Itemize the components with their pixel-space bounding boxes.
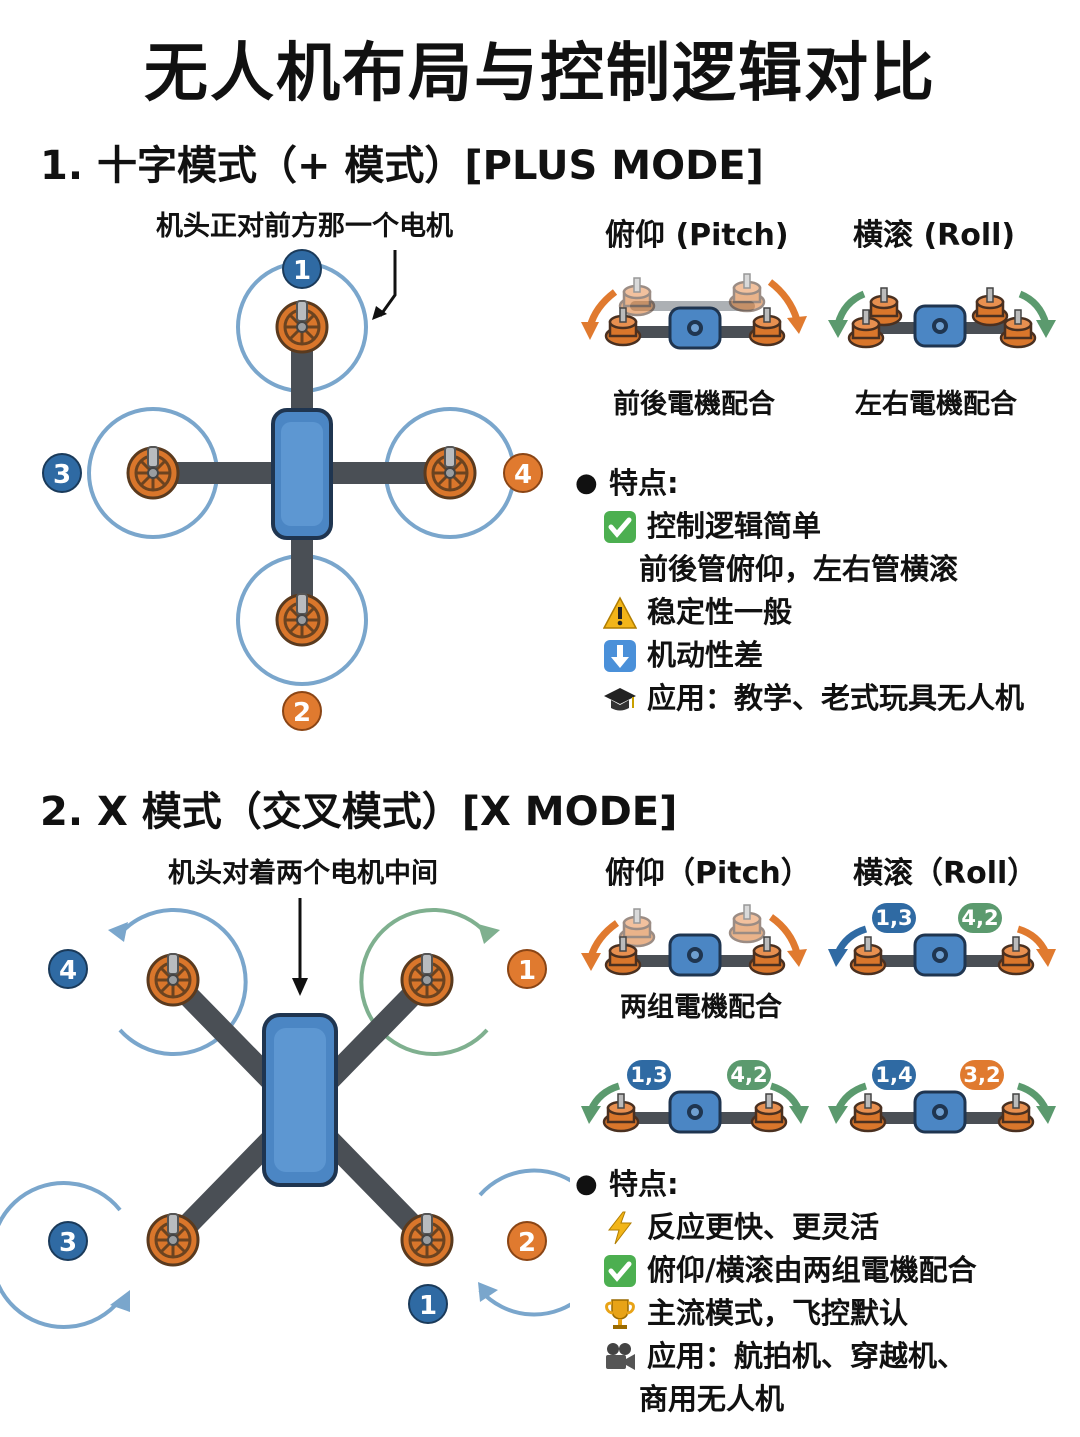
roll-tag-left: 1,3: [872, 903, 916, 933]
x-feature-3: 主流模式，飞控默认: [575, 1292, 977, 1335]
x-feature-3-text: 主流模式，飞控默认: [647, 1296, 909, 1330]
lightning-icon: [601, 1211, 639, 1245]
drone-body: [262, 1013, 338, 1187]
x-features-title: 特点:: [609, 1167, 679, 1201]
x-badge-1-text: 1: [518, 956, 536, 986]
plus-feature-4-text: 机动性差: [647, 638, 764, 672]
plus-feature-5: 应用：教学、老式玩具无人机: [575, 677, 1024, 720]
motor-badge-4: 4: [48, 949, 88, 989]
motor-badge-1: 1: [507, 949, 547, 989]
plus-feature-1-text: 控制逻辑简单: [647, 509, 822, 543]
callout-arrow: [292, 978, 308, 996]
x-drone-diagram: 4 1 3 2 1: [0, 898, 570, 1329]
x-mode-heading: 2. X 模式（交叉模式）[X MODE]: [40, 789, 678, 835]
roll-tag-right: 4,2: [958, 903, 1002, 933]
motor-badge-1: 1: [282, 249, 322, 289]
x-feature-2-text: 俯仰/横滚由两组電機配合: [647, 1253, 977, 1287]
motor-badge-2-text: 2: [293, 698, 311, 728]
x-feature-5-text: 商用无人机: [639, 1382, 785, 1416]
callout-arrow: [378, 250, 397, 317]
x-badge-4-text: 4: [59, 956, 77, 986]
plus-roll-caption: 左右電機配合: [855, 389, 1017, 420]
motor-badge-1-bottom: 1: [408, 1284, 448, 1324]
plus-feature-2-text: 前後管俯仰，左右管横滚: [639, 552, 959, 586]
motor-badge-4: 4: [503, 453, 543, 493]
plus-drone-diagram: 1 3 4 2: [42, 249, 543, 731]
graduation-cap-icon: [601, 682, 639, 716]
svg-text:1,4: 1,4: [875, 1063, 912, 1087]
x-pitch-label: 俯仰（Pitch）: [605, 856, 811, 891]
svg-text:3,2: 3,2: [963, 1063, 1000, 1087]
plus-pitch-label: 俯仰 (Pitch): [605, 218, 789, 253]
bullet-icon: ●: [575, 468, 598, 498]
x-badge-3-text: 3: [59, 1228, 77, 1258]
camera-icon: [601, 1340, 639, 1374]
x-badge-2-text: 2: [518, 1228, 536, 1258]
warning-icon: [601, 595, 639, 630]
mini-tag-a-left: 1,3: [627, 1060, 671, 1090]
motor-4-icon: [423, 445, 477, 500]
motor-4-icon: [146, 952, 200, 1007]
x-feature-4: 应用：航拍机、穿越机、: [575, 1335, 977, 1378]
x-feature-2: 俯仰/横滚由两组電機配合: [575, 1249, 977, 1292]
x-mini-drone-a: 1,3 4,2: [581, 1060, 809, 1134]
motor-1-icon: [275, 299, 329, 354]
motor-2-icon: [275, 592, 329, 647]
motor-badge-4-text: 4: [514, 460, 532, 490]
motor-badge-3: 3: [48, 1221, 88, 1261]
motor-badge-2: 2: [282, 691, 322, 731]
page-title: 无人机布局与控制逻辑对比: [144, 37, 936, 111]
x-roll-mini-drone: 1,3 4,2: [828, 903, 1056, 977]
plus-roll-label: 横滚 (Roll): [853, 218, 1016, 253]
svg-text:4,2: 4,2: [730, 1063, 767, 1087]
prop-rings: [0, 908, 570, 1329]
motor-badge-3-text: 3: [53, 460, 71, 490]
x-pitch-caption: 两组電機配合: [620, 992, 782, 1023]
svg-text:1,3: 1,3: [875, 906, 912, 930]
motor-3-icon: [146, 1212, 200, 1267]
trophy-icon: [601, 1297, 639, 1331]
motor-1-icon: [400, 952, 454, 1007]
plus-feature-1: 控制逻辑简单: [575, 505, 1024, 548]
svg-text:1,3: 1,3: [630, 1063, 667, 1087]
x-pitch-mini-drone: [581, 903, 807, 977]
motor-3-icon: [126, 445, 180, 500]
mini-tag-b-right: 3,2: [960, 1060, 1004, 1090]
plus-feature-2: 前後管俯仰，左右管横滚: [575, 548, 1024, 591]
plus-mode-heading: 1. 十字模式（+ 模式）[PLUS MODE]: [40, 143, 764, 189]
down-arrow-icon: [601, 639, 639, 673]
svg-text:4,2: 4,2: [961, 906, 998, 930]
plus-pitch-caption: 前後電機配合: [613, 389, 775, 420]
plus-feature-3-text: 稳定性一般: [647, 595, 793, 629]
x-feature-4-text: 应用：航拍机、穿越机、: [647, 1339, 967, 1373]
plus-callout: 机头正对前方那一个电机: [156, 211, 453, 242]
plus-feature-4: 机动性差: [575, 634, 1024, 677]
plus-features-list: ● 特点: 控制逻辑简单 前後管俯仰，左右管横滚 稳定性一般 机动性差 应用：教学…: [575, 462, 1024, 720]
x-features-list: ● 特点: 反应更快、更灵活 俯仰/横滚由两组電機配合 主流模式，飞控默认 应用：…: [575, 1163, 977, 1421]
plus-roll-mini-drone: [828, 286, 1056, 349]
x-feature-5: 商用无人机: [575, 1378, 977, 1421]
x-mini-drone-b: 1,4 3,2: [828, 1060, 1056, 1134]
x-roll-label: 横滚（Roll）: [853, 856, 1038, 891]
x-callout: 机头对着两个电机中间: [168, 858, 438, 889]
check-icon: [601, 1254, 639, 1288]
plus-feature-3: 稳定性一般: [575, 591, 1024, 634]
x-badge-1b-text: 1: [419, 1291, 437, 1321]
motor-2-icon: [400, 1212, 454, 1267]
mini-tag-a-right: 4,2: [727, 1060, 771, 1090]
plus-feature-5-text: 应用：教学、老式玩具无人机: [647, 681, 1025, 715]
bullet-icon: ●: [575, 1169, 598, 1199]
drone-body: [271, 408, 333, 540]
motor-badge-2: 2: [507, 1221, 547, 1261]
x-feature-1-text: 反应更快、更灵活: [647, 1210, 880, 1244]
plus-pitch-mini-drone: [581, 272, 807, 350]
x-feature-1: 反应更快、更灵活: [575, 1206, 977, 1249]
motor-badge-3: 3: [42, 453, 82, 493]
motor-badge-1-text: 1: [293, 256, 311, 286]
plus-features-title: 特点:: [609, 466, 679, 500]
mini-tag-b-left: 1,4: [872, 1060, 916, 1090]
check-icon: [601, 510, 639, 544]
